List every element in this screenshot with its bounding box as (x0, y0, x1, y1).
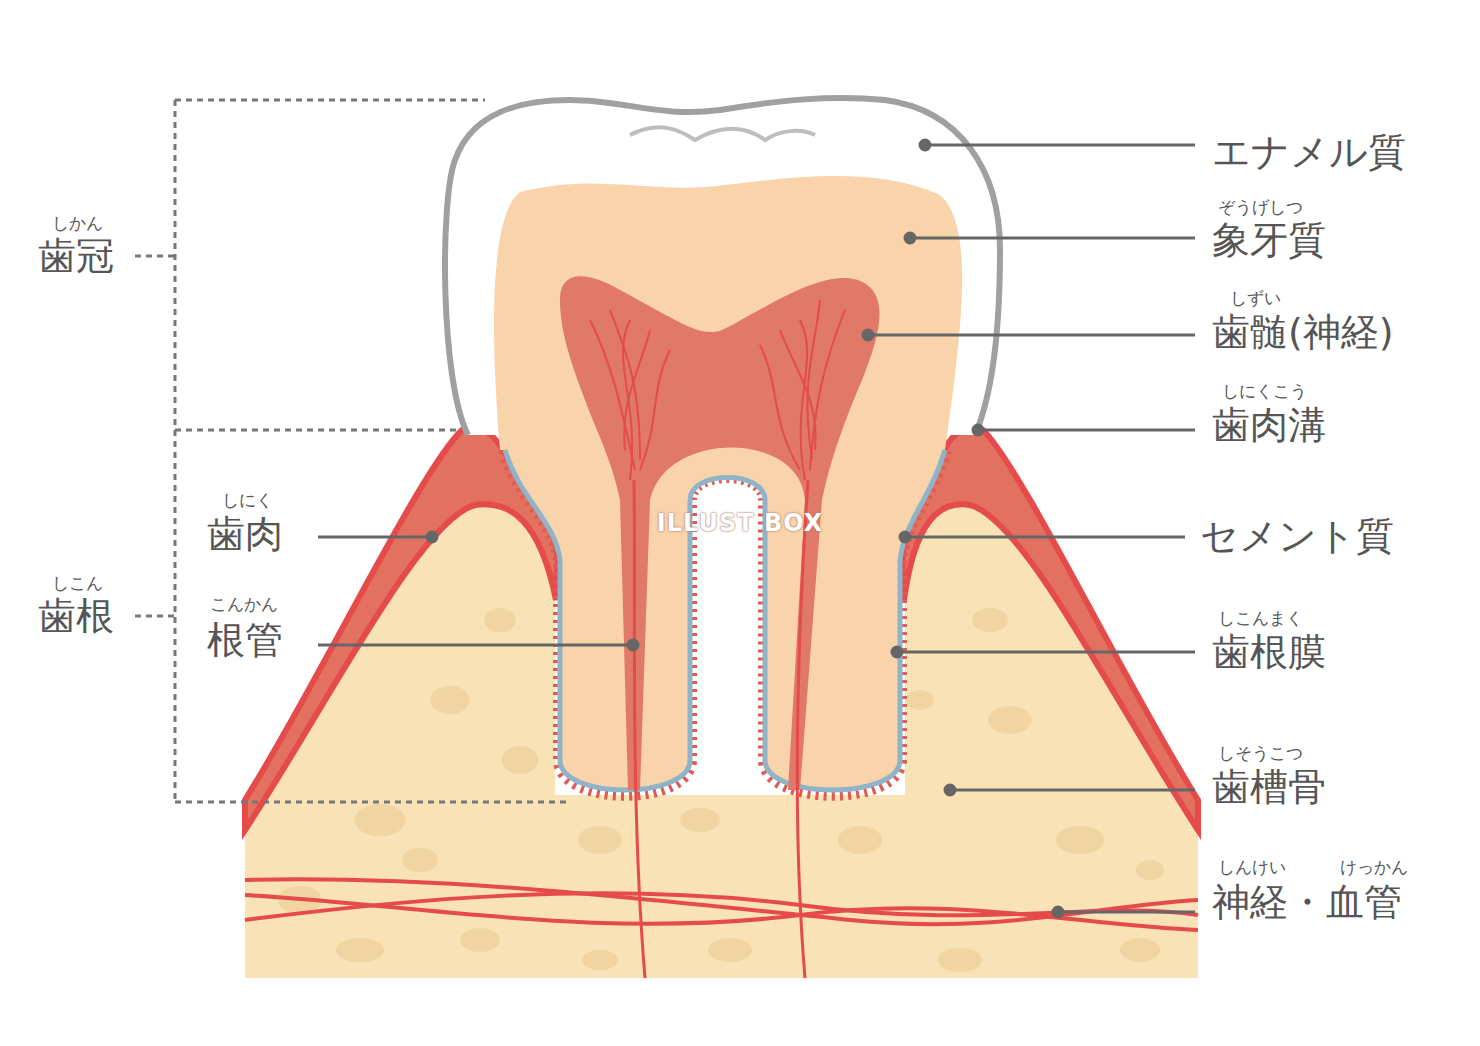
reading: しにく (222, 491, 273, 510)
part-label: 神経・血管 (1212, 882, 1402, 924)
part-label: エナメル質 (1212, 132, 1406, 174)
nerves-vessels (245, 879, 1198, 930)
part-label: 歯槽骨 (1212, 767, 1326, 809)
reading: しんけい (1218, 858, 1286, 877)
reading: ぞうげしつ (1218, 198, 1303, 217)
part-label: 歯冠 (38, 236, 114, 278)
leader-lines (318, 140, 1195, 917)
gum-right (902, 428, 1198, 830)
part-label: 歯根 (38, 596, 114, 638)
part-label: 根管 (207, 620, 283, 662)
part-label: セメント質 (1200, 516, 1394, 558)
gum-left (245, 428, 558, 830)
reading: しそうこつ (1218, 744, 1303, 763)
reading: しかん (52, 214, 103, 233)
reading: けっかん (1340, 858, 1408, 877)
pulp-vessels (590, 300, 845, 480)
part-label: 歯肉 (207, 514, 283, 556)
groove (630, 127, 815, 140)
part-label: 歯肉溝 (1212, 405, 1326, 447)
reading: しずい (1230, 289, 1281, 308)
part-label: 歯髄(神経) (1212, 312, 1394, 354)
reading: しこん (52, 574, 103, 593)
pulp (560, 276, 880, 790)
part-label: 歯根膜 (1212, 632, 1326, 674)
reading: しこんまく (1218, 609, 1303, 628)
watermark: ILLUST BOX (657, 510, 824, 536)
reading: こんかん (210, 595, 278, 614)
part-label: 象牙質 (1212, 220, 1326, 262)
cementum (505, 450, 945, 790)
brackets (135, 100, 570, 802)
reading: しにくこう (1222, 382, 1307, 401)
dentin (494, 176, 962, 790)
